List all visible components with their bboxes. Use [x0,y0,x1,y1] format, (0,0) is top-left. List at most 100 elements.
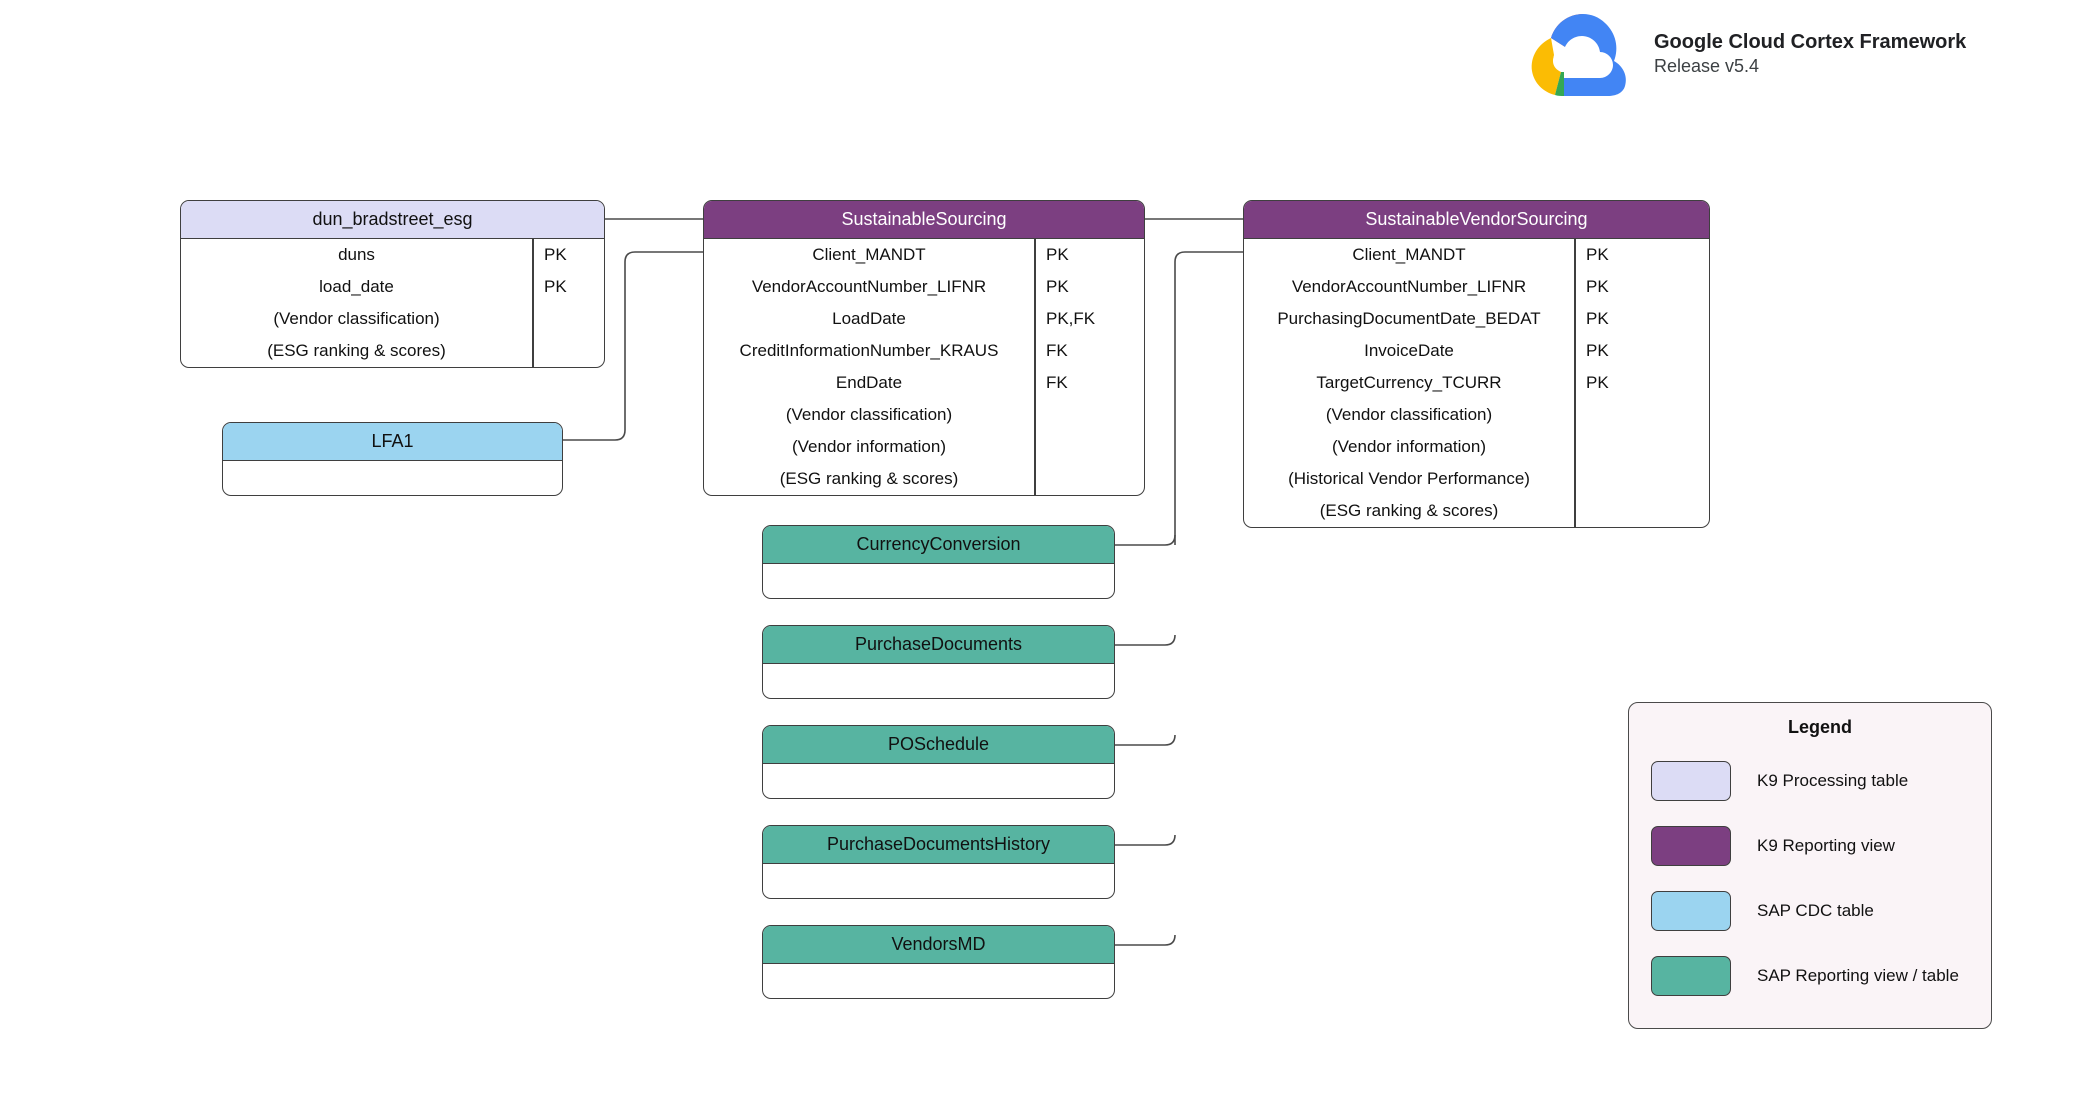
field-row: Client_MANDT PK [1244,239,1709,271]
connector-purchasedocuments-to-trunk [1115,634,1176,646]
field-key: PK [1586,341,1609,360]
field-name: (Vendor information) [791,437,947,456]
legend-swatch [1651,760,1731,801]
field-name: LoadDate [832,309,906,328]
field-row: VendorAccountNumber_LIFNR PK [1244,271,1709,303]
field-row: (ESG ranking & scores) [1244,495,1709,527]
legend-item-sap-cdc-table: SAP CDC table [1629,878,1991,943]
field-name: (Vendor classification) [1325,405,1493,424]
field-key: FK [1046,373,1068,392]
field-key: FK [1046,341,1068,360]
brand-release: Release v5.4 [1654,56,1760,77]
field-key: PK [1046,245,1069,264]
field-key: PK [544,245,567,264]
field-row: duns PK [181,239,604,271]
field-name: load_date [319,277,394,296]
entity-fields [763,564,1114,598]
field-name: duns [338,245,375,264]
entity-title: PurchaseDocumentsHistory [763,826,1114,864]
connector-trunk-to-vendorsourcing [1174,251,1243,545]
entity-title: POSchedule [763,726,1114,764]
field-name: (Vendor classification) [273,309,440,328]
legend-item-k9-reporting-view: K9 Reporting view [1629,813,1991,878]
field-row: load_date PK [181,271,604,303]
entity-po-schedule[interactable]: POSchedule [762,725,1115,799]
field-row: CreditInformationNumber_KRAUS FK [704,335,1144,367]
entity-lfa1[interactable]: LFA1 [222,422,563,496]
field-row: LoadDate PK,FK [704,303,1144,335]
field-key: PK [1046,277,1069,296]
field-row: InvoiceDate PK [1244,335,1709,367]
brand-header: Google Cloud Cortex Framework Release v5… [1528,8,1966,100]
field-row: Client_MANDT PK [704,239,1144,271]
field-name: (ESG ranking & scores) [779,469,959,488]
legend-label: SAP CDC table [1757,900,1874,920]
field-name: VendorAccountNumber_LIFNR [1291,277,1527,296]
field-key: PK [1586,245,1609,264]
entity-sustainable-sourcing[interactable]: SustainableSourcing Client_MANDT PK Vend… [703,200,1145,496]
field-row: (ESG ranking & scores) [181,335,604,367]
entity-title: dun_bradstreet_esg [181,201,604,239]
field-key: PK,FK [1046,309,1096,328]
field-row: (ESG ranking & scores) [704,463,1144,495]
field-row: PurchasingDocumentDate_BEDAT PK [1244,303,1709,335]
field-key: PK [1586,373,1609,392]
field-name: Client_MANDT [812,245,926,264]
field-row: (Vendor classification) [1244,399,1709,431]
field-name: Client_MANDT [1352,245,1466,264]
field-name: PurchasingDocumentDate_BEDAT [1277,309,1541,328]
field-name: (ESG ranking & scores) [267,341,446,360]
field-row: (Historical Vendor Performance) [1244,463,1709,495]
entity-fields [763,964,1114,998]
legend-title: Legend [1787,717,1852,737]
entity-title: SustainableSourcing [704,201,1144,239]
legend-swatch [1651,955,1731,996]
entity-title: VendorsMD [763,926,1114,964]
entity-title: PurchaseDocuments [763,626,1114,664]
field-row: TargetCurrency_TCURR PK [1244,367,1709,399]
field-name: (Vendor information) [1331,437,1487,456]
legend-item-k9-processing-table: K9 Processing table [1629,748,1991,813]
brand-title: Google Cloud Cortex Framework [1654,30,1967,53]
legend-swatch [1651,825,1731,866]
google-cloud-logo-icon [1531,14,1626,96]
field-row: (Vendor information) [1244,431,1709,463]
entity-fields [223,461,562,495]
field-name: CreditInformationNumber_KRAUS [739,341,999,360]
field-row: EndDate FK [704,367,1144,399]
field-name: InvoiceDate [1364,341,1454,360]
field-row: (Vendor classification) [704,399,1144,431]
entity-title: CurrencyConversion [763,526,1114,564]
entity-purchase-documents-history[interactable]: PurchaseDocumentsHistory [762,825,1115,899]
connector-vendorsmd-to-trunk [1115,934,1176,946]
field-key: PK [544,277,567,296]
entity-fields: duns PK load_date PK (Vendor classificat… [181,239,604,367]
entity-title: SustainableVendorSourcing [1244,201,1709,239]
legend-label: K9 Processing table [1757,770,1909,790]
entity-fields: Client_MANDT PK VendorAccountNumber_LIFN… [704,239,1144,495]
connector-poschedule-to-trunk [1115,734,1176,746]
legend-item-sap-reporting-view: SAP Reporting view / table [1629,943,1991,1008]
entity-fields: Client_MANDT PK VendorAccountNumber_LIFN… [1244,239,1709,527]
entity-vendors-md[interactable]: VendorsMD [762,925,1115,999]
legend-label: K9 Reporting view [1757,835,1895,855]
legend-label: SAP Reporting view / table [1757,965,1959,985]
entity-purchase-documents[interactable]: PurchaseDocuments [762,625,1115,699]
entity-title: LFA1 [223,423,562,461]
entity-currency-conversion[interactable]: CurrencyConversion [762,525,1115,599]
legend-swatch [1651,890,1731,931]
field-key: PK [1586,309,1609,328]
entity-fields [763,764,1114,798]
field-name: (Vendor classification) [785,405,953,424]
field-row: (Vendor classification) [181,303,604,335]
field-name: TargetCurrency_TCURR [1316,373,1502,392]
entity-sustainable-vendor-sourcing[interactable]: SustainableVendorSourcing Client_MANDT P… [1243,200,1710,528]
field-name: EndDate [835,373,903,392]
entity-dun-bradstreet-esg[interactable]: dun_bradstreet_esg duns PK load_date PK … [180,200,605,368]
field-key: PK [1586,277,1609,296]
entity-fields [763,864,1114,898]
entity-fields [763,664,1114,698]
field-row: (Vendor information) [704,431,1144,463]
field-name: (Historical Vendor Performance) [1288,469,1530,488]
field-row: VendorAccountNumber_LIFNR PK [704,271,1144,303]
